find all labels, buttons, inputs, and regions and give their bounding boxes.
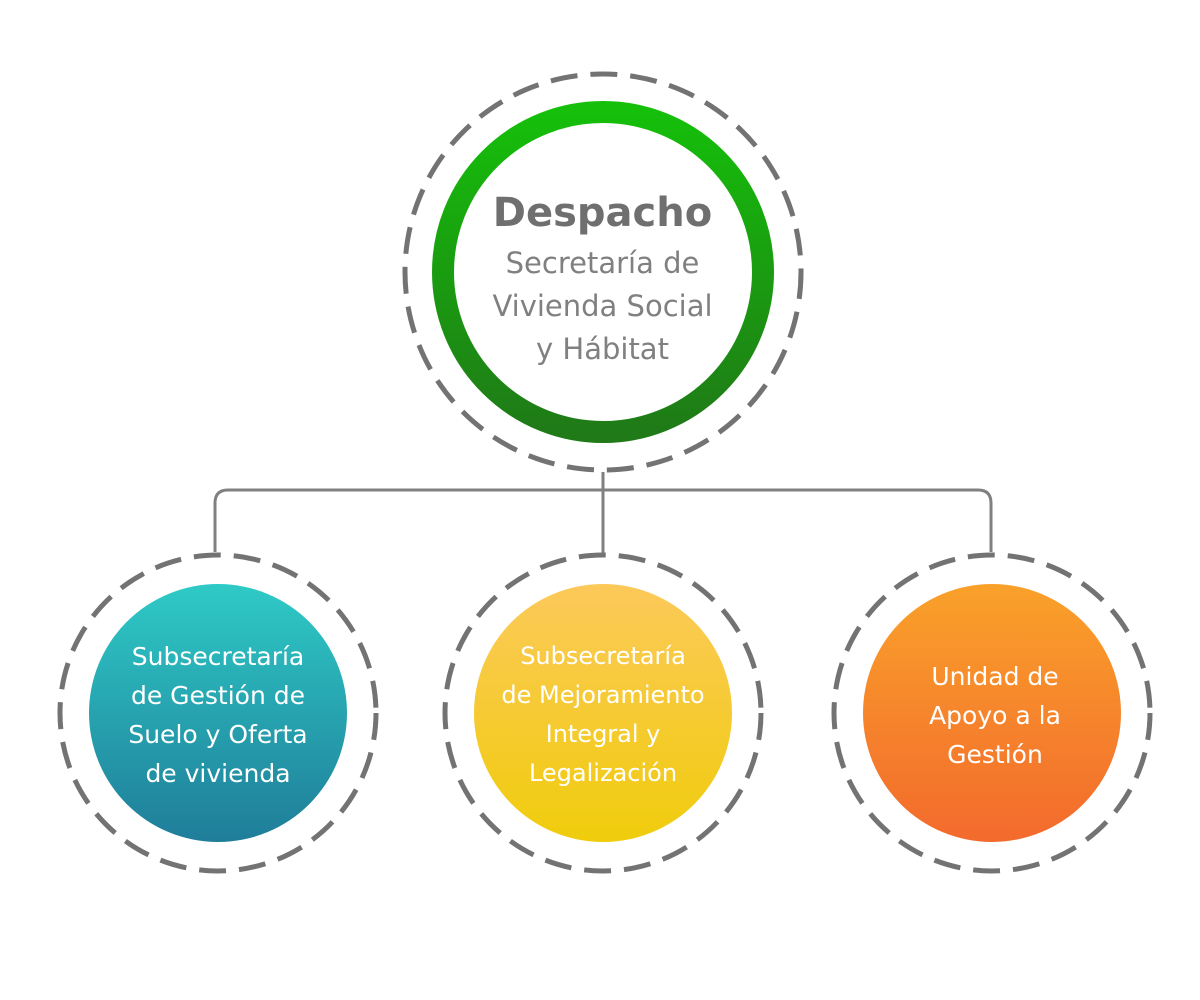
unit-3-label: Unidad de Apoyo a la Gestión xyxy=(929,661,1061,769)
unit-2-dashed-ring xyxy=(442,552,764,874)
unit-3-dashed-ring xyxy=(831,552,1153,874)
despacho-text: Despacho Secretaría de Vivienda Social y… xyxy=(455,170,750,390)
despacho-subtitle: Secretaría de Vivienda Social y Hábitat xyxy=(492,245,713,366)
connector-bar xyxy=(213,488,993,552)
unit-1-dashed-ring xyxy=(57,552,379,874)
unit-3-circle xyxy=(863,584,1121,842)
unit-2-label: Subsecretaría de Mejoramiento Integral y… xyxy=(501,642,705,787)
unit-1-circle xyxy=(89,584,347,842)
despacho-ring xyxy=(432,101,774,443)
unit-2-circle xyxy=(474,584,732,842)
despacho-node xyxy=(402,71,804,473)
connector-lines xyxy=(213,472,993,555)
despacho-dashed-ring xyxy=(402,71,804,473)
unit-node-3 xyxy=(831,552,1153,874)
unit-1-label: Subsecretaría de Gestión de Suelo y Ofer… xyxy=(128,642,308,788)
unit-node-2 xyxy=(442,552,764,874)
unit-node-1 xyxy=(57,552,379,874)
despacho-title: Despacho xyxy=(492,189,713,236)
